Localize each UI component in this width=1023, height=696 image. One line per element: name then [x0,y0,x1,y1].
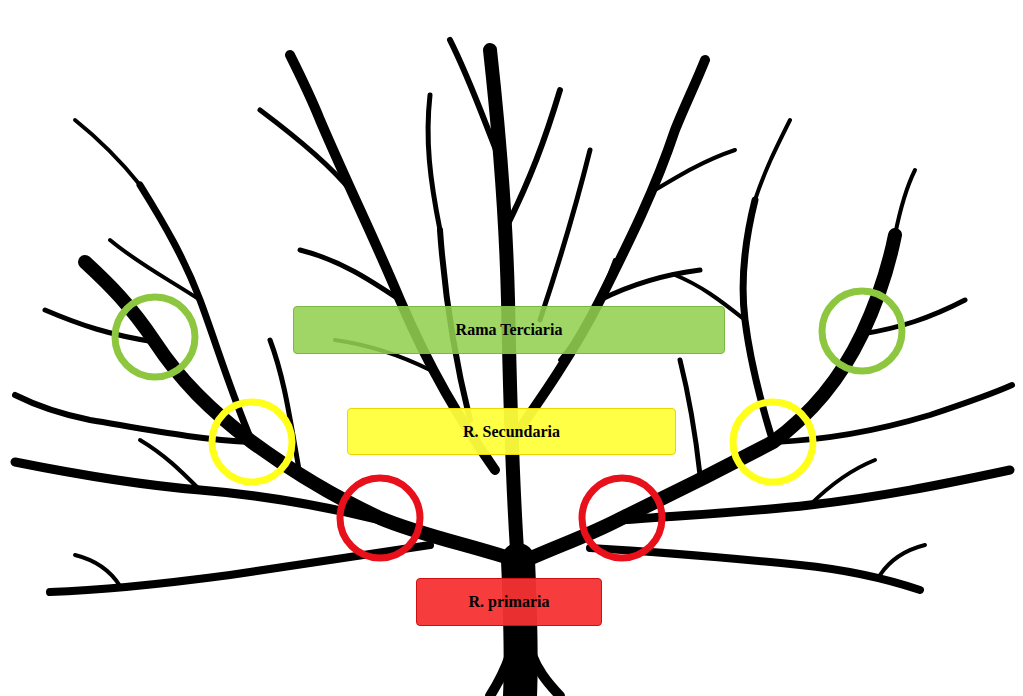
band-label: Rama Terciaria [456,321,563,339]
tertiary-branch-band: Rama Terciaria [293,306,725,354]
marker-circles [115,291,902,558]
band-label: R. Secundaria [463,423,560,441]
secondary-branch-band: R. Secundaria [347,408,676,455]
band-label: R. primaria [469,593,550,611]
primary-branch-band: R. primaria [416,578,602,626]
